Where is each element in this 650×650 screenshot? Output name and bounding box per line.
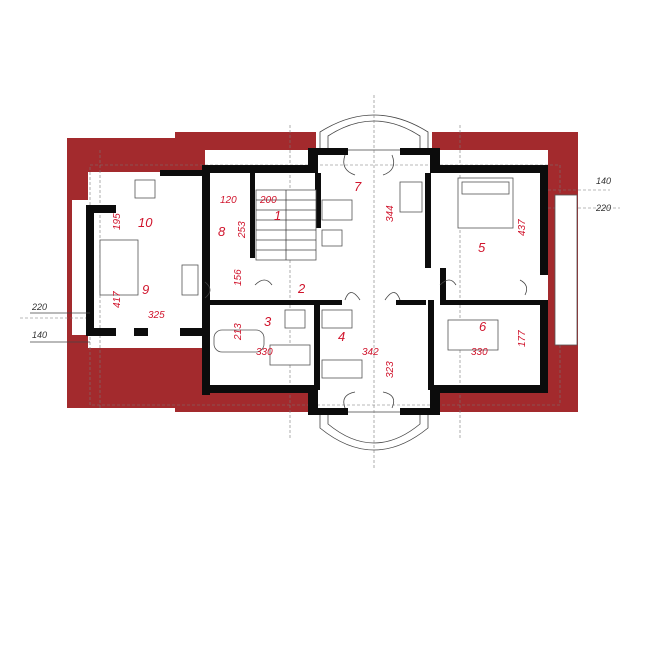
dim-417: 417: [112, 291, 123, 308]
dim-156: 156: [233, 269, 244, 286]
room-label-5: 5: [478, 240, 486, 255]
room-label-3: 3: [264, 314, 272, 329]
roof-top-left: [175, 132, 316, 150]
dim-177: 177: [517, 330, 528, 347]
room-label-7: 7: [354, 179, 362, 194]
dim-325: 325: [148, 310, 165, 321]
doors: [204, 154, 528, 409]
bay-window-top: [319, 114, 429, 151]
roof-top-right: [432, 132, 578, 150]
fixtures: [99, 177, 578, 379]
dim-330-room6: 330: [471, 347, 488, 358]
room-label-9: 9: [142, 282, 149, 297]
room-label-2: 2: [297, 281, 306, 296]
dim-344: 344: [385, 205, 396, 222]
ext-dim-left-140: 140: [32, 330, 47, 340]
dim-120: 120: [220, 195, 237, 206]
room-label-10: 10: [138, 215, 153, 230]
roof-bottom-left: [175, 388, 316, 412]
dim-253: 253: [237, 221, 248, 239]
dim-213: 213: [233, 323, 244, 341]
dim-437: 437: [517, 219, 528, 236]
exterior-dimension-labels: 220 140 140 220: [30, 176, 611, 343]
ext-dim-right-140: 140: [596, 176, 611, 186]
dim-195: 195: [112, 213, 123, 230]
ext-dim-left-220: 220: [31, 302, 47, 312]
room-labels: 1 2 3 4 5 6 7 8 9 10: [138, 179, 487, 344]
walls: [86, 148, 548, 415]
room-label-1: 1: [274, 208, 281, 223]
dim-200: 200: [259, 195, 277, 206]
dim-323: 323: [385, 361, 396, 378]
room-label-6: 6: [479, 319, 487, 334]
bay-window-bottom: [319, 411, 429, 451]
roof-bottom-right: [432, 388, 578, 412]
room-label-4: 4: [338, 329, 345, 344]
dim-342: 342: [362, 347, 379, 358]
room-label-8: 8: [218, 224, 226, 239]
dim-330-room3: 330: [256, 347, 273, 358]
dimension-labels: 120 200 195 253 344 437 156 417 325 213 …: [112, 195, 528, 378]
ext-dim-right-220: 220: [595, 203, 611, 213]
